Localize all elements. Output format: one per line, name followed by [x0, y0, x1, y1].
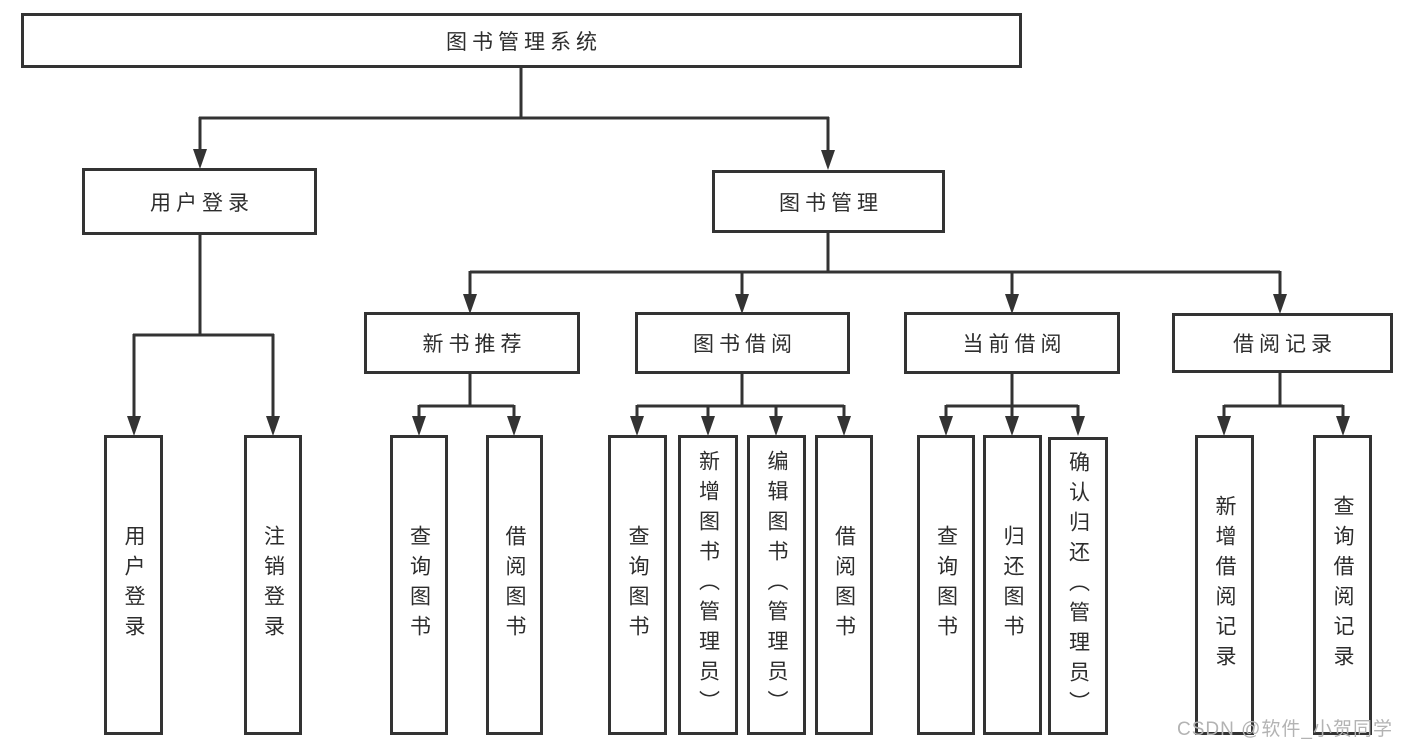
node-leaf-query-borrow-record: 查询借阅记录: [1313, 435, 1372, 735]
node-leaf-borrow-books: 借阅图书: [815, 435, 873, 735]
node-new-book-recommend: 新书推荐: [364, 312, 580, 374]
node-leaf-query-books-recommend: 查询图书: [390, 435, 448, 735]
csdn-watermark: CSDN @软件_小贺同学: [1177, 719, 1393, 740]
node-current-borrowing: 当前借阅: [904, 312, 1120, 374]
node-book-management: 图书管理: [712, 170, 945, 233]
node-borrow-records: 借阅记录: [1172, 313, 1393, 373]
node-leaf-confirm-return-admin: 确认归还（管理员）: [1048, 437, 1108, 735]
node-leaf-edit-books-admin: 编辑图书（管理员）: [747, 435, 806, 735]
node-leaf-return-books: 归还图书: [983, 435, 1042, 735]
node-book-borrowing: 图书借阅: [635, 312, 850, 374]
node-leaf-query-books-current: 查询图书: [917, 435, 975, 735]
node-leaf-logout: 注销登录: [244, 435, 302, 735]
node-leaf-user-login: 用户登录: [104, 435, 163, 735]
node-user-login: 用户登录: [82, 168, 317, 235]
tree-edges: [132, 67, 1345, 419]
node-leaf-query-books-borrow: 查询图书: [608, 435, 667, 735]
node-leaf-borrow-books-recommend: 借阅图书: [486, 435, 543, 735]
node-leaf-add-borrow-record: 新增借阅记录: [1195, 435, 1254, 735]
arrowhead-icons: [127, 149, 1350, 436]
node-library-system-root: 图书管理系统: [21, 13, 1022, 68]
node-leaf-add-books-admin: 新增图书（管理员）: [678, 435, 738, 735]
